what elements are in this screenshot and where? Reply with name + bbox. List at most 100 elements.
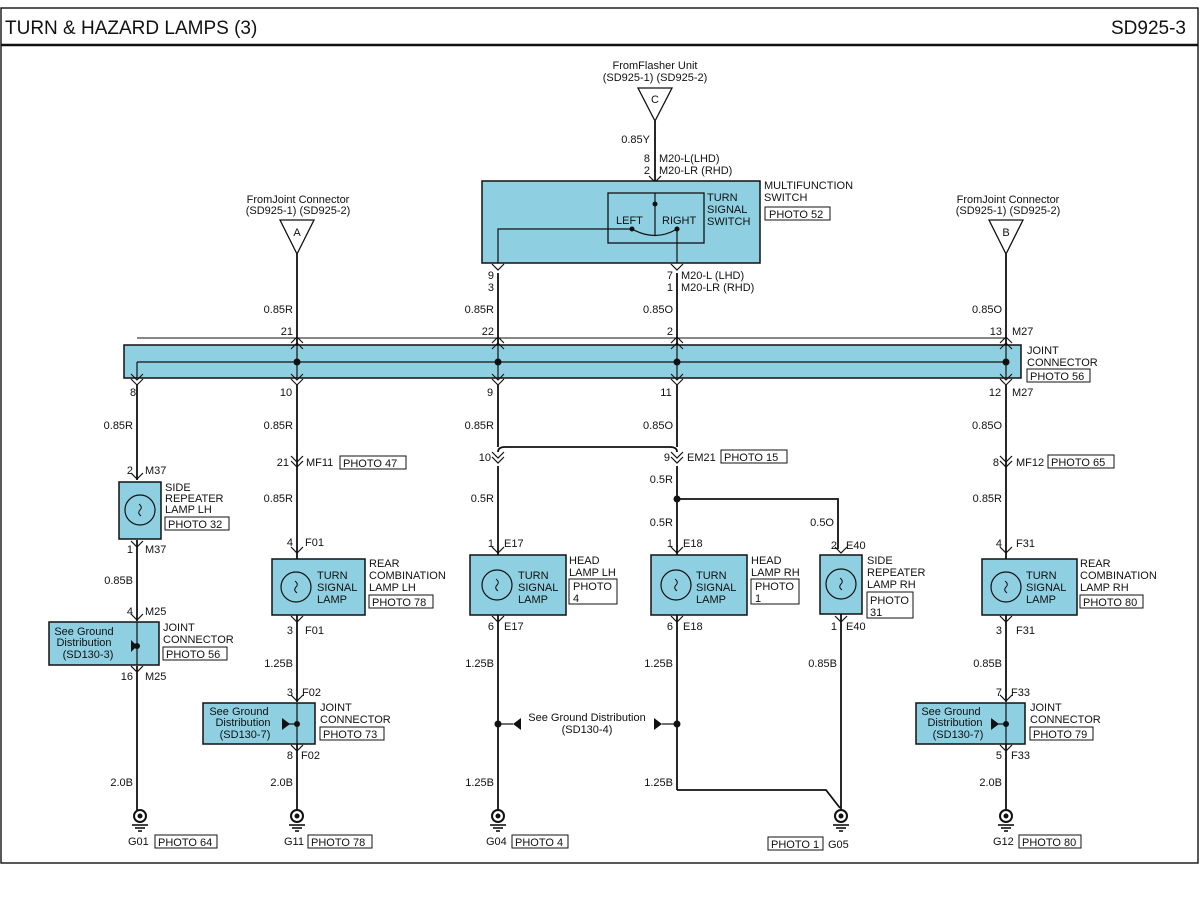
col1-pin-d: 16 — [121, 671, 133, 683]
head-lamp-lh — [469, 554, 567, 616]
col1-conn-d: M25 — [145, 671, 166, 683]
col2-ground-dist-3: (SD130-7) — [220, 729, 271, 741]
from-b-ref: (SD925-1) (SD925-2) — [956, 205, 1061, 217]
col4-photo-a: PHOTO 15 — [724, 452, 778, 464]
col2-jc-photo: PHOTO 73 — [323, 729, 377, 741]
col6-photo-a: PHOTO 65 — [1051, 457, 1105, 469]
col4-name-2: LAMP RH — [751, 567, 800, 579]
col2-jc-1: JOINT — [320, 702, 352, 714]
ground-g04-label: G04 — [486, 836, 507, 848]
col1-ground-dist-2: Distribution — [56, 637, 111, 649]
ground-g01-photo: PHOTO 64 — [158, 837, 212, 849]
col1-lamp-name-3: LAMP LH — [165, 504, 212, 516]
wire-label-switch-right: 0.85O — [643, 304, 673, 316]
col4-wire-4: 1.25B — [644, 658, 673, 670]
col5-name-3: LAMP RH — [867, 579, 916, 591]
col1-lamp-name-1: SIDE — [165, 482, 191, 494]
col1-jc-name-1: JOINT — [163, 622, 195, 634]
col2-pin-a: 21 — [277, 457, 289, 469]
col2-pin-d: 3 — [287, 687, 293, 699]
jc-out-pin-10: 10 — [280, 387, 292, 399]
joint-connector-m25 — [48, 621, 160, 666]
col2-pin-c: 3 — [287, 625, 293, 637]
ground-g05-photo: PHOTO 1 — [771, 839, 819, 851]
col2-ground-dist-1: See Ground — [209, 706, 268, 718]
col2-conn-c: F01 — [305, 625, 324, 637]
col1-pin-c: 4 — [127, 606, 133, 618]
col3-wire-3: 1.25B — [465, 658, 494, 670]
col3-pin-b: 1 — [488, 538, 494, 550]
jc-top-photo: PHOTO 56 — [1030, 371, 1084, 383]
flasher-wire-label: 0.85Y — [621, 134, 650, 146]
flasher-from-ref: (SD925-1) (SD925-2) — [603, 72, 708, 84]
col6-wire-3: 0.85B — [973, 658, 1002, 670]
switch-name-2: SWITCH — [764, 192, 807, 204]
jc-top-conn: M27 — [1012, 326, 1033, 338]
ground-g05-icon — [832, 809, 850, 832]
switch-pin-8: 8 — [644, 153, 650, 165]
jc-out-pin-11: 11 — [660, 387, 671, 399]
ground-g04-icon — [489, 809, 507, 832]
jc-pin-22: 22 — [482, 326, 494, 338]
col4-wire-2: 0.5R — [650, 474, 673, 486]
jc-top-name-1: JOINT — [1027, 345, 1059, 357]
col5-pin-b: 1 — [831, 621, 837, 633]
col2-photo: PHOTO 78 — [372, 597, 426, 609]
col1-conn-c: M25 — [145, 606, 166, 618]
col4-wire-3: 0.5R — [650, 517, 673, 529]
switch-out-conn-rhd: M20-LR (RHD) — [681, 282, 754, 294]
switch-left-label: LEFT — [616, 215, 643, 227]
ground-g11-label: G11 — [284, 836, 304, 848]
col6-ground-dist-3: (SD130-7) — [933, 729, 984, 741]
col4-wire-5: 1.25B — [644, 777, 673, 789]
ground-g12-photo: PHOTO 80 — [1022, 837, 1076, 849]
col1-jc-name-2: CONNECTOR — [163, 634, 234, 646]
col2-lamp-1: TURN — [317, 570, 348, 582]
col2-name-1: REAR — [369, 558, 400, 570]
col2-pin-e: 8 — [287, 750, 293, 762]
col2-ground-dist-2: Distribution — [215, 717, 270, 729]
col5-conn-a: E40 — [846, 540, 866, 552]
wire-label-switch-left: 0.85R — [465, 304, 494, 316]
col6-jc-photo: PHOTO 79 — [1033, 729, 1087, 741]
switch-right-label: RIGHT — [662, 215, 697, 227]
col6-name-2: COMBINATION — [1080, 570, 1157, 582]
switch-pin-3: 3 — [488, 282, 494, 294]
col3-wire-4: 1.25B — [465, 777, 494, 789]
col1-pin-a: 2 — [127, 465, 133, 477]
col6-jc-2: CONNECTOR — [1030, 714, 1101, 726]
col4-photo-2: 1 — [755, 593, 761, 605]
connector-b-icon — [987, 219, 1025, 256]
col3-photo-1: PHOTO — [573, 581, 612, 593]
ground-dist-mid-1: See Ground Distribution — [528, 712, 645, 724]
col2-wire-2: 0.85R — [264, 493, 293, 505]
col3-wire-1: 0.85R — [465, 420, 494, 432]
col6-conn-d: F33 — [1011, 687, 1030, 699]
flasher-connector-letter: C — [651, 94, 659, 106]
col3-lamp-2: SIGNAL — [518, 582, 558, 594]
page-title: TURN & HAZARD LAMPS (3) — [5, 18, 257, 39]
jc-out-pin-8: 8 — [130, 387, 136, 399]
jc-pin-13: 13 — [990, 326, 1002, 338]
col5-name-2: REPEATER — [867, 567, 926, 579]
from-b-label: FromJoint Connector — [957, 194, 1060, 206]
col6-ground-dist-1: See Ground — [921, 706, 980, 718]
col6-wire-1: 0.85O — [972, 420, 1002, 432]
col2-wire-1: 0.85R — [264, 420, 293, 432]
col1-wire-1: 0.85R — [104, 420, 133, 432]
ground-g01-label: G01 — [128, 836, 149, 848]
jc-out-conn: M27 — [1012, 387, 1033, 399]
col3-conn-b: E17 — [504, 538, 524, 550]
col6-conn-c: F31 — [1016, 625, 1035, 637]
col4-conn-c: E18 — [683, 621, 703, 633]
col6-photo: PHOTO 80 — [1083, 597, 1137, 609]
col2-jc-2: CONNECTOR — [320, 714, 391, 726]
col4-wire-1: 0.85O — [643, 420, 673, 432]
multifunction-switch-box — [481, 180, 761, 264]
col3-conn-c: E17 — [504, 621, 524, 633]
diagram-code: SD925-3 — [1111, 18, 1186, 39]
wire-label-a: 0.85R — [264, 304, 293, 316]
col4-photo-1: PHOTO — [755, 581, 794, 593]
switch-name-1: MULTIFUNCTION — [764, 180, 853, 192]
